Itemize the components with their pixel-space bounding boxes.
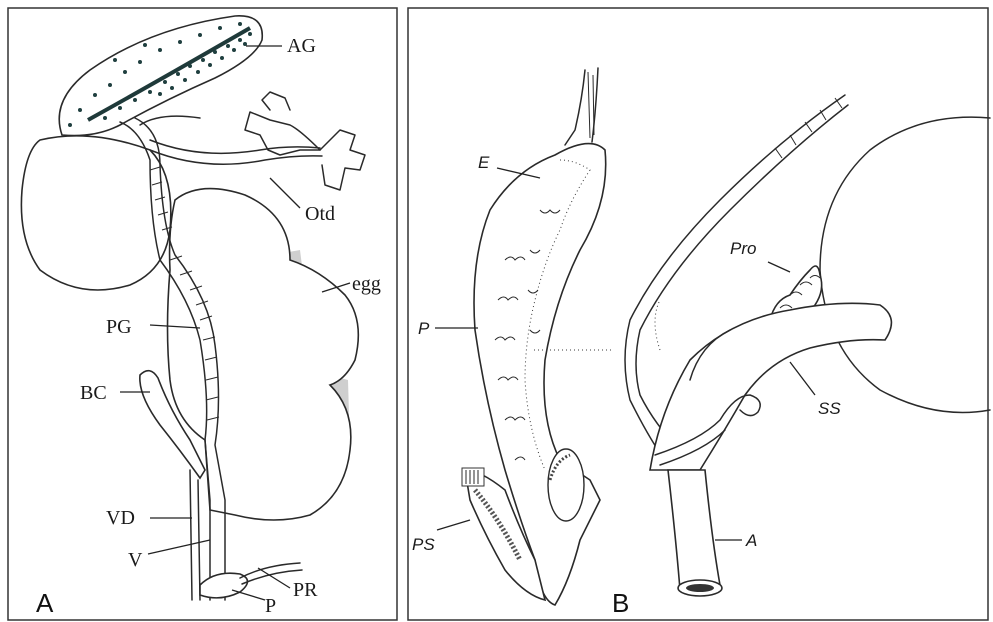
label-vd: VD [106,507,135,529]
label-p-b: P [418,319,430,338]
panel-b-letter: B [612,588,629,618]
label-v: V [128,549,143,571]
label-ss: SS [818,399,841,418]
label-pg: PG [106,316,132,338]
panel-a-letter: A [36,588,54,618]
label-pr: PR [293,579,318,601]
panel-b: E P PS Pro SS A B [408,8,990,620]
label-ps: PS [412,535,435,554]
label-bc: BC [80,382,107,404]
label-a: A [745,531,757,550]
label-otd: Otd [305,203,335,225]
label-ag: AG [287,35,316,57]
label-p-a: P [265,595,276,617]
panel-a: AG Otd egg PG BC VD V PR P A [8,8,397,620]
label-e: E [478,153,490,172]
label-egg: egg [352,273,381,295]
label-pro: Pro [730,239,756,258]
